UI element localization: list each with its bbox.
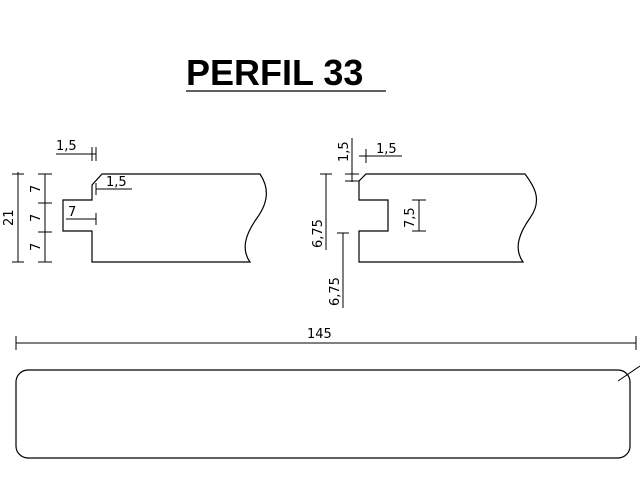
board-leader-line — [617, 365, 640, 382]
dim-left-top-label: 1,5 — [56, 139, 77, 154]
dim-right-top-vertical-label: 1,5 — [337, 141, 352, 162]
dim-right-lower-label: 6,75 — [328, 277, 343, 306]
left-profile-outline — [62, 173, 267, 263]
dim-left-tongue-gap-label: 1,5 — [106, 175, 127, 190]
dim-left-seg-top-label: 7 — [29, 185, 44, 193]
dim-left-seg-bottom-label: 7 — [29, 243, 44, 251]
dim-left-height-label: 21 — [2, 209, 17, 226]
dim-left-tongue-depth-label: 7 — [68, 205, 76, 220]
right-profile-outline — [358, 173, 538, 263]
dim-right-groove-label: 7,5 — [403, 207, 418, 228]
board-top-view — [15, 369, 631, 459]
dim-right-top-horizontal-label: 1,5 — [376, 142, 397, 157]
dim-right-upper-label: 6,75 — [311, 219, 326, 248]
dim-width-label: 145 — [307, 327, 332, 342]
drawing-title: PERFIL 33 — [186, 52, 363, 93]
dim-left-seg-mid-label: 7 — [29, 214, 44, 222]
